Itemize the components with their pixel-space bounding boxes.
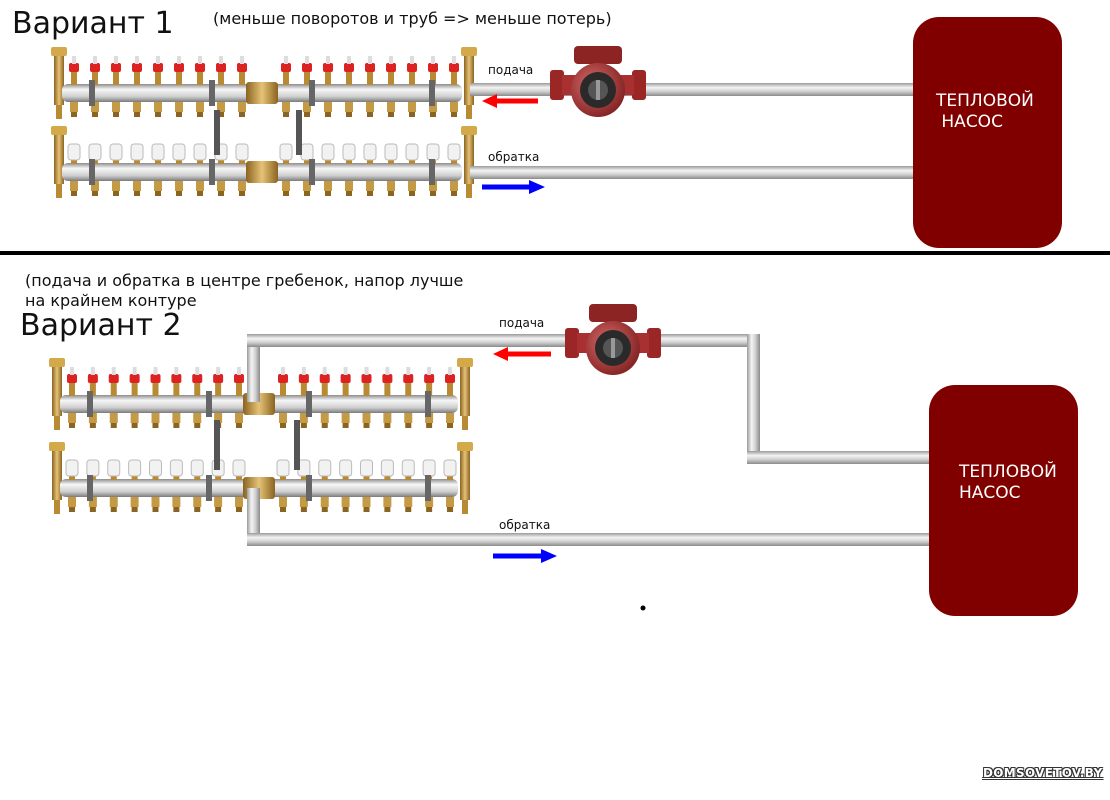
variant2-supply-arrow	[493, 347, 551, 361]
variant2-bracket-left	[214, 420, 220, 470]
variant2-heat-pump-label: ТЕПЛОВОЙ НАСОС	[959, 462, 1057, 503]
variant2-return-label: обратка	[499, 518, 551, 532]
variant2-heat-pump: ТЕПЛОВОЙ НАСОС	[929, 385, 1078, 616]
variant1-circulation-pump	[550, 46, 646, 117]
section-divider	[0, 251, 1110, 255]
variant1-return-manifold	[51, 126, 477, 198]
variant2-return-arrow	[493, 549, 557, 563]
variant1-supply-arrow	[482, 94, 538, 108]
variant2-manifolds	[49, 358, 473, 514]
variant1-supply-pipe	[470, 83, 915, 96]
variant2-title: Вариант 2	[20, 308, 182, 343]
variant1-return-label: обратка	[488, 150, 540, 164]
variant1-return-pipe	[470, 166, 915, 179]
variant1-note: (меньше поворотов и труб => меньше потер…	[213, 9, 612, 28]
variant1-heat-pump-label: ТЕПЛОВОЙ НАСОС	[936, 91, 1034, 132]
variant1-supply-manifold	[51, 47, 477, 119]
variant2-supply-label: подача	[499, 316, 545, 330]
variant1-title: Вариант 1	[12, 6, 174, 41]
stray-dot	[640, 605, 646, 611]
variant2-return-manifold	[49, 442, 473, 514]
variant1-manifolds	[51, 47, 477, 198]
variant1-return-arrow	[482, 180, 545, 194]
variant1-bracket-right	[296, 110, 302, 155]
variant1-supply-label: подача	[488, 63, 534, 77]
variant2-circulation-pump	[565, 304, 661, 375]
variant2-note-line2: на крайнем контуре	[25, 291, 197, 310]
watermark-logo: DOMSOVETOV.BY	[983, 766, 1103, 780]
variant2-note-line1: (подача и обратка в центре гребенок, нап…	[25, 271, 464, 290]
variant2-supply-manifold	[49, 358, 473, 430]
variant1-heat-pump: ТЕПЛОВОЙ НАСОС	[913, 17, 1062, 248]
variant1-bracket-left	[214, 110, 220, 155]
variant2-bracket-right	[294, 420, 300, 470]
variant2-return-pipe	[247, 488, 930, 546]
